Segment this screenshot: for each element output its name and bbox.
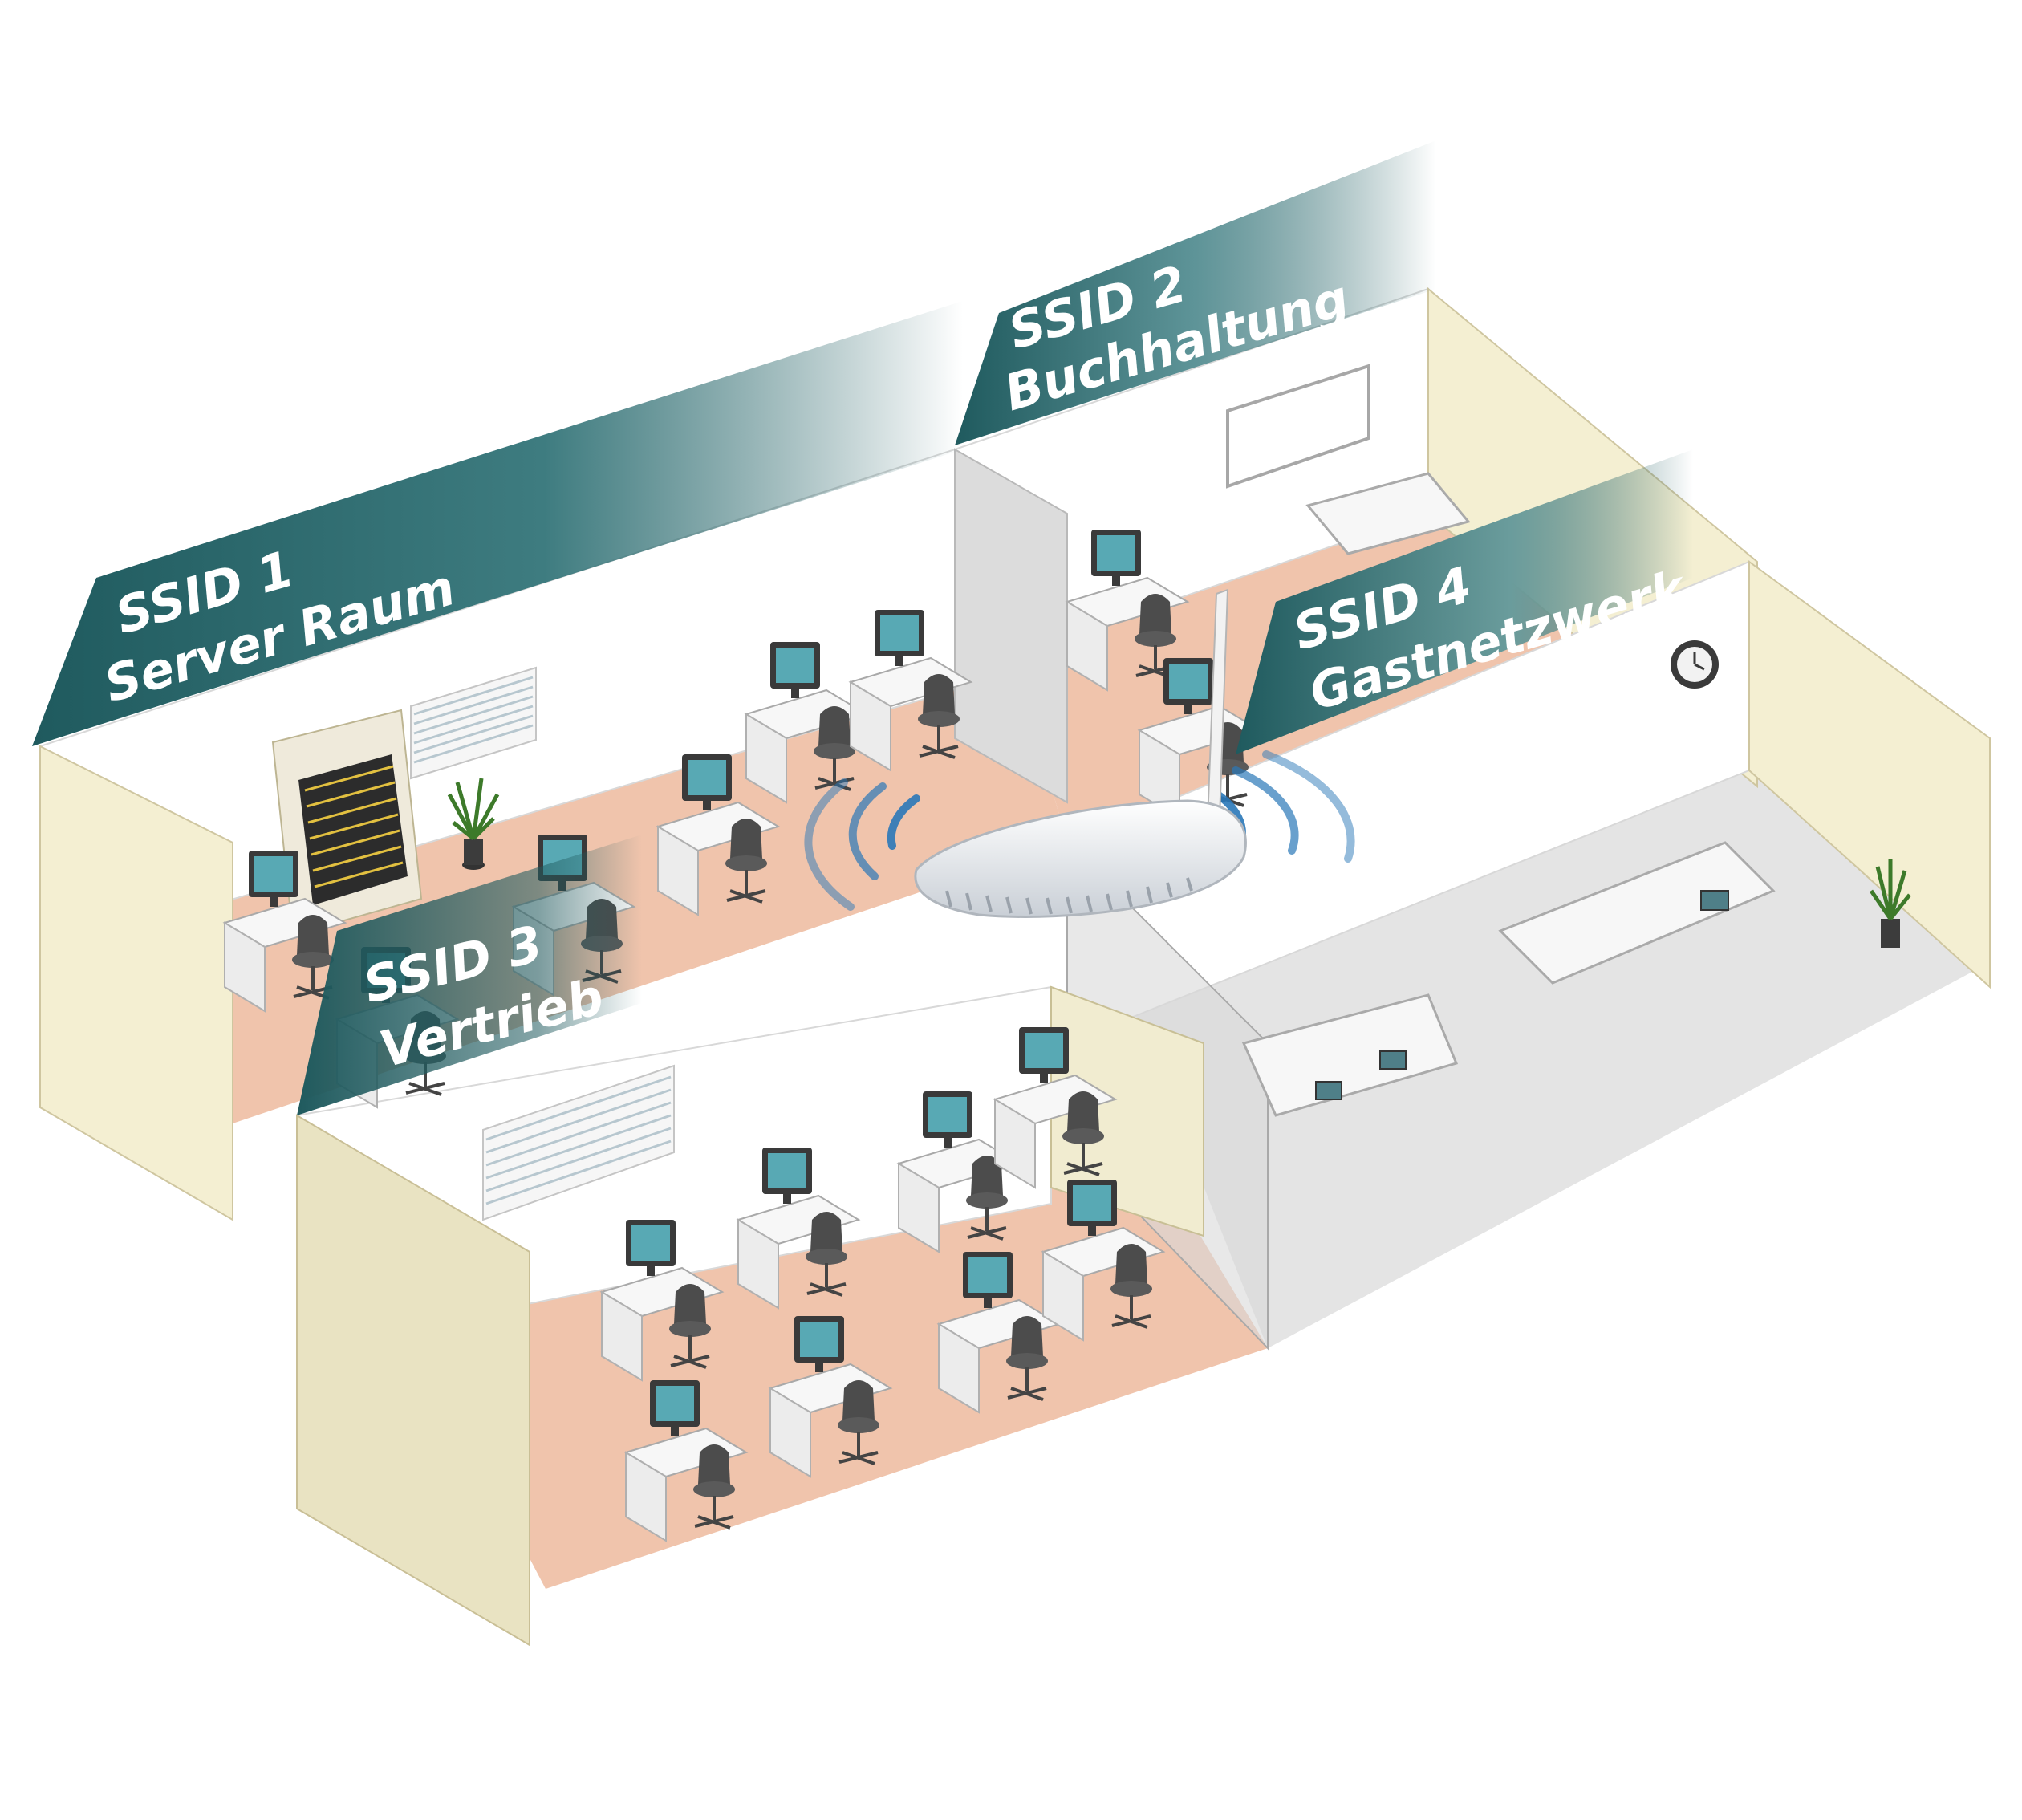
plant-icon-guest — [1869, 859, 1911, 948]
computer-workstation-icon — [744, 642, 869, 804]
wall-guest-side — [1748, 560, 1991, 989]
wall-decor — [410, 364, 1719, 1221]
table-accounting — [1305, 472, 1471, 555]
router-body — [914, 799, 1247, 918]
computer-workstation-icon — [1065, 530, 1190, 692]
office-chair-icon — [725, 819, 767, 904]
wall-clock-icon — [1671, 640, 1719, 689]
computer-workstation-icon — [656, 754, 781, 916]
ssid1-banner: SSID 1 Server Raum — [32, 301, 963, 746]
computer-workstation-icon — [936, 1252, 1062, 1414]
office-chair-icon — [693, 1444, 735, 1530]
table-guest-small — [1241, 993, 1459, 1117]
office-chair-icon — [806, 1212, 847, 1297]
office-chair-icon — [966, 1156, 1008, 1241]
computer-workstation-icon — [623, 1380, 749, 1542]
radiator-server — [410, 666, 537, 780]
computer-workstation-icon — [599, 1220, 725, 1382]
office-chair-icon — [814, 706, 855, 791]
computer-workstation-icon — [1041, 1180, 1166, 1342]
office-chair-icon — [1062, 1091, 1104, 1176]
cabinet-tall — [1050, 985, 1204, 1237]
server-rack-icon — [271, 709, 423, 936]
guest-room-furniture — [1241, 472, 1776, 1117]
whiteboard-accounting — [1226, 364, 1370, 489]
office-chair-icon — [918, 674, 960, 759]
laptop-icon — [1315, 890, 1729, 1100]
router-vents — [945, 877, 1193, 915]
ssid3-banner: SSID 3 Vertrieb — [297, 835, 642, 1115]
computer-workstation-icon — [896, 1091, 1021, 1253]
wall-left-outer — [39, 745, 233, 1221]
office-chair-icon — [1135, 594, 1176, 679]
computer-workstation-icon — [736, 1148, 861, 1310]
office-chair-icon — [838, 1380, 879, 1465]
table-guest-large — [1498, 841, 1776, 985]
partition-server-accounting — [954, 448, 1068, 804]
computer-workstation-icon — [222, 851, 347, 1013]
computer-workstation-icon — [993, 1027, 1118, 1189]
computer-workstation-icon — [768, 1316, 893, 1478]
office-chair-icon — [1110, 1244, 1152, 1329]
computer-workstation-icon — [848, 610, 973, 772]
computer-workstation-icon — [1137, 658, 1262, 820]
radiator-sales — [482, 1064, 675, 1221]
wall-sales-left — [296, 1114, 530, 1647]
plant-icon-server — [447, 778, 500, 870]
office-chair-icon — [1006, 1316, 1048, 1401]
wireless-router-icon — [804, 588, 1355, 918]
office-chair-icon — [669, 1284, 711, 1369]
